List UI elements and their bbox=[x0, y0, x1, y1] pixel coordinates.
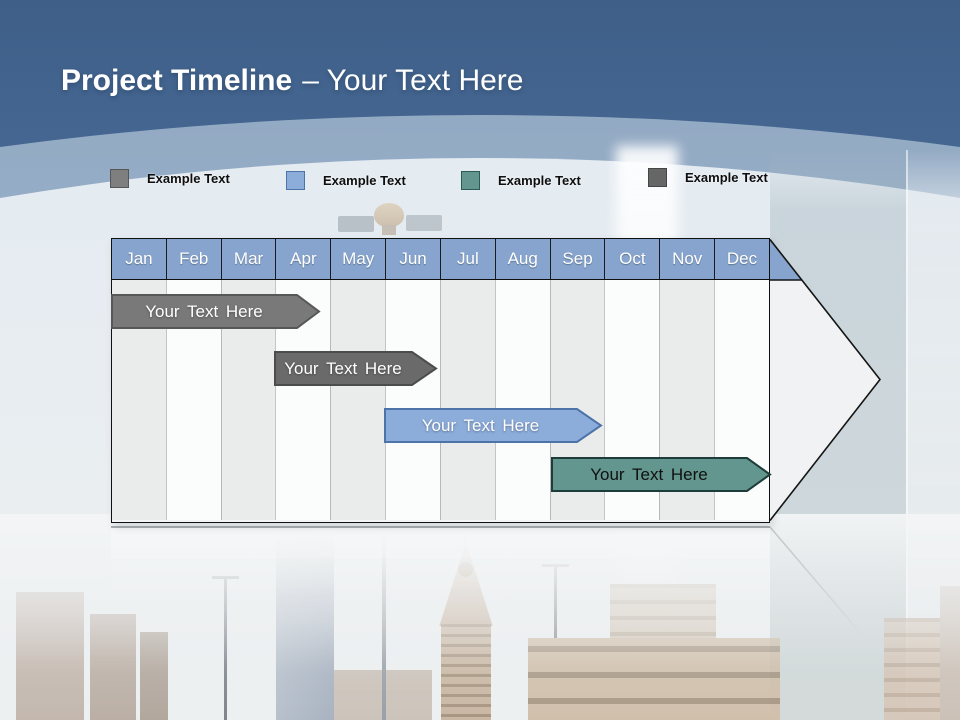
month-cell-may: May bbox=[330, 239, 385, 279]
month-cell-dec: Dec bbox=[714, 239, 769, 279]
structure-base bbox=[382, 225, 396, 235]
grid-column bbox=[439, 280, 495, 520]
month-cell-nov: Nov bbox=[659, 239, 714, 279]
task-bar-arrow-shape bbox=[384, 408, 603, 443]
legend-label: Example Text bbox=[147, 171, 230, 186]
task-bar-label: Your Text Here bbox=[145, 301, 263, 321]
task-bar-darkgray: Your Text Here bbox=[274, 351, 438, 386]
legend-item-teal: Example Text bbox=[461, 171, 581, 190]
page-title: Project Timeline – Your Text Here bbox=[61, 64, 523, 98]
grid-column bbox=[330, 280, 386, 520]
task-bar-arrow-shape bbox=[551, 457, 772, 492]
month-cell-feb: Feb bbox=[165, 239, 221, 279]
legend-swatch-gray bbox=[110, 169, 129, 188]
month-cell-oct: Oct bbox=[604, 239, 659, 279]
month-cell-sep: Sep bbox=[549, 239, 605, 279]
rooftop-structure bbox=[338, 203, 444, 237]
task-bar-label: Your Text Here bbox=[590, 464, 708, 484]
month-header-row: Jan Feb Mar Apr May Jun Jul Aug Sep Oct … bbox=[112, 238, 769, 280]
page-title-regular: – Your Text Here bbox=[302, 64, 524, 97]
task-bar-arrow-shape bbox=[274, 351, 438, 386]
legend-label: Example Text bbox=[498, 173, 581, 188]
timeline-reflection bbox=[111, 526, 881, 656]
fog-overlay bbox=[0, 514, 960, 674]
month-cell-aug: Aug bbox=[494, 239, 550, 279]
legend-item-blue: Example Text bbox=[286, 171, 406, 190]
month-cell-jan: Jan bbox=[125, 249, 153, 268]
month-cell-mar: Mar bbox=[220, 239, 276, 279]
legend-swatch-blue bbox=[286, 171, 305, 190]
month-cell-jul: Jul bbox=[439, 239, 495, 279]
task-bar-label: Your Text Here bbox=[284, 358, 402, 378]
timeline-arrow-head bbox=[769, 239, 882, 521]
task-bar-teal: Your Text Here bbox=[551, 457, 772, 492]
legend-swatch-darkgray bbox=[648, 168, 667, 187]
month-cell-apr: Apr bbox=[275, 239, 330, 279]
legend-item-gray: Example Text bbox=[110, 169, 230, 188]
legend-swatch-teal bbox=[461, 171, 480, 190]
month-cell-jun: Jun bbox=[385, 239, 440, 279]
legend-label: Example Text bbox=[685, 170, 768, 185]
structure-right-panel bbox=[406, 215, 442, 231]
task-bar-blue: Your Text Here bbox=[384, 408, 603, 443]
task-bar-gray: Your Text Here bbox=[111, 294, 321, 329]
grid-column bbox=[494, 280, 550, 520]
task-bar-arrow-shape bbox=[111, 294, 321, 329]
task-bar-label: Your Text Here bbox=[421, 415, 540, 435]
legend-item-darkgray: Example Text bbox=[648, 168, 768, 187]
page-title-bold: Project Timeline bbox=[61, 64, 293, 97]
legend-label: Example Text bbox=[323, 173, 406, 188]
structure-left-panel bbox=[338, 216, 374, 232]
grid-column bbox=[385, 280, 440, 520]
structure-dome bbox=[374, 203, 404, 227]
